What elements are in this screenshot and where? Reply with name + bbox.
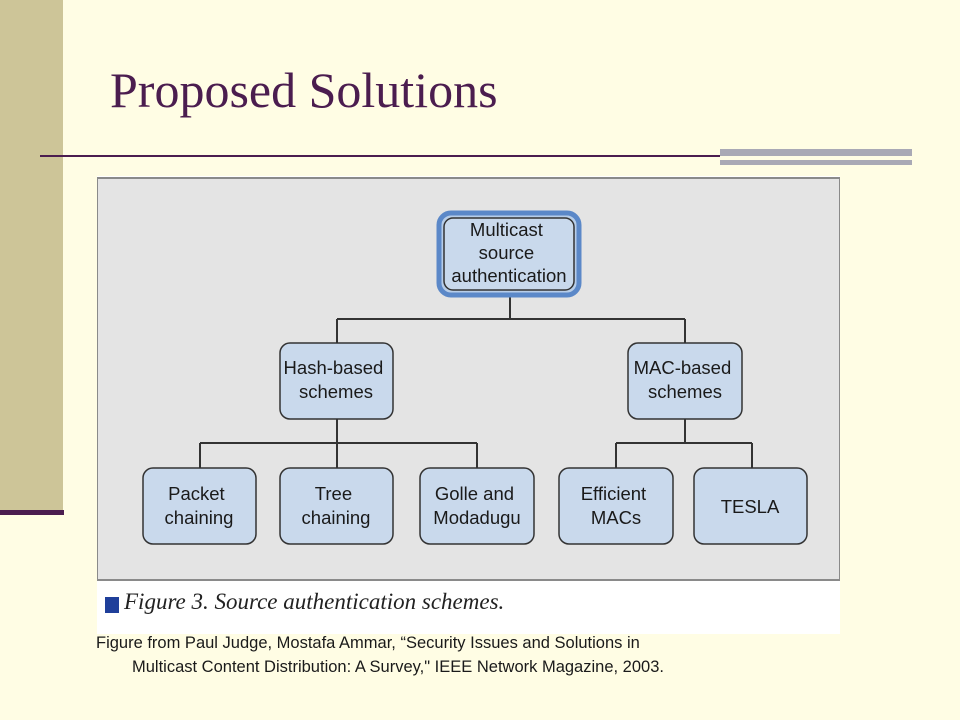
credit-line: Figure from Paul Judge, Mostafa Ammar, “… xyxy=(96,634,640,652)
node-text: source xyxy=(479,242,535,263)
node-efficient-macs: Efficient MACs xyxy=(558,467,674,545)
node-tesla: TESLA xyxy=(693,467,808,545)
svg-text:Multicast source: Multicast source authentication xyxy=(451,219,566,286)
slide-title: Proposed Solutions xyxy=(110,62,498,118)
taxonomy-diagram: Multicast source authentication Hash-bas… xyxy=(97,177,840,581)
node-text: authentication xyxy=(451,265,566,286)
node-text: Packet xyxy=(168,483,225,504)
figure-credit: Figure from Paul Judge, Mostafa Ammar, “… xyxy=(96,631,836,679)
node-text: Golle and xyxy=(435,483,514,504)
node-multicast-source-authentication: Multicast source authentication xyxy=(436,210,582,298)
node-mac-based-schemes: MAC-based schemes xyxy=(627,342,743,420)
node-packet-chaining: Packet chaining xyxy=(142,467,257,545)
svg-text:Efficient MACs: Efficient MACs xyxy=(581,483,652,528)
node-hash-based-schemes: Hash-based schemes xyxy=(279,342,394,420)
title-underline xyxy=(40,155,720,157)
svg-text:TESLA: TESLA xyxy=(721,496,780,517)
title-underline-accent-lower xyxy=(720,160,912,165)
node-text: chaining xyxy=(302,507,371,528)
node-tree-chaining: Tree chaining xyxy=(279,467,394,545)
node-text: schemes xyxy=(299,381,373,402)
title-underline-accent xyxy=(720,149,912,156)
node-text: Hash-based xyxy=(284,357,384,378)
node-text: MACs xyxy=(591,507,641,528)
node-text: chaining xyxy=(165,507,234,528)
node-text: Modadugu xyxy=(433,507,520,528)
node-golle-and-modadugu: Golle and Modadugu xyxy=(419,467,535,545)
node-text: MAC-based xyxy=(634,357,732,378)
node-text: Multicast xyxy=(470,219,543,240)
node-text: Tree xyxy=(315,483,352,504)
left-accent-bar xyxy=(0,0,63,512)
svg-text:Packet chaining: Packet chaining xyxy=(165,483,234,528)
node-text: schemes xyxy=(648,381,722,402)
svg-text:MAC-based schemes: MAC-based schemes xyxy=(634,357,737,402)
left-accent-line xyxy=(0,510,64,515)
caption-marker xyxy=(105,597,119,613)
figure-caption: Figure 3. Source authentication schemes. xyxy=(124,589,505,614)
svg-text:Hash-based schemes: Hash-based schemes xyxy=(284,357,389,402)
credit-line: Multicast Content Distribution: A Survey… xyxy=(132,658,664,676)
node-text: Efficient xyxy=(581,483,646,504)
svg-text:Golle and Modadugu: Golle and Modadugu xyxy=(433,483,520,528)
connectors xyxy=(199,295,753,468)
figure-panel: Multicast source authentication Hash-bas… xyxy=(97,176,840,634)
node-text: TESLA xyxy=(721,496,780,517)
svg-text:Tree chaining: Tree chaining xyxy=(302,483,371,528)
